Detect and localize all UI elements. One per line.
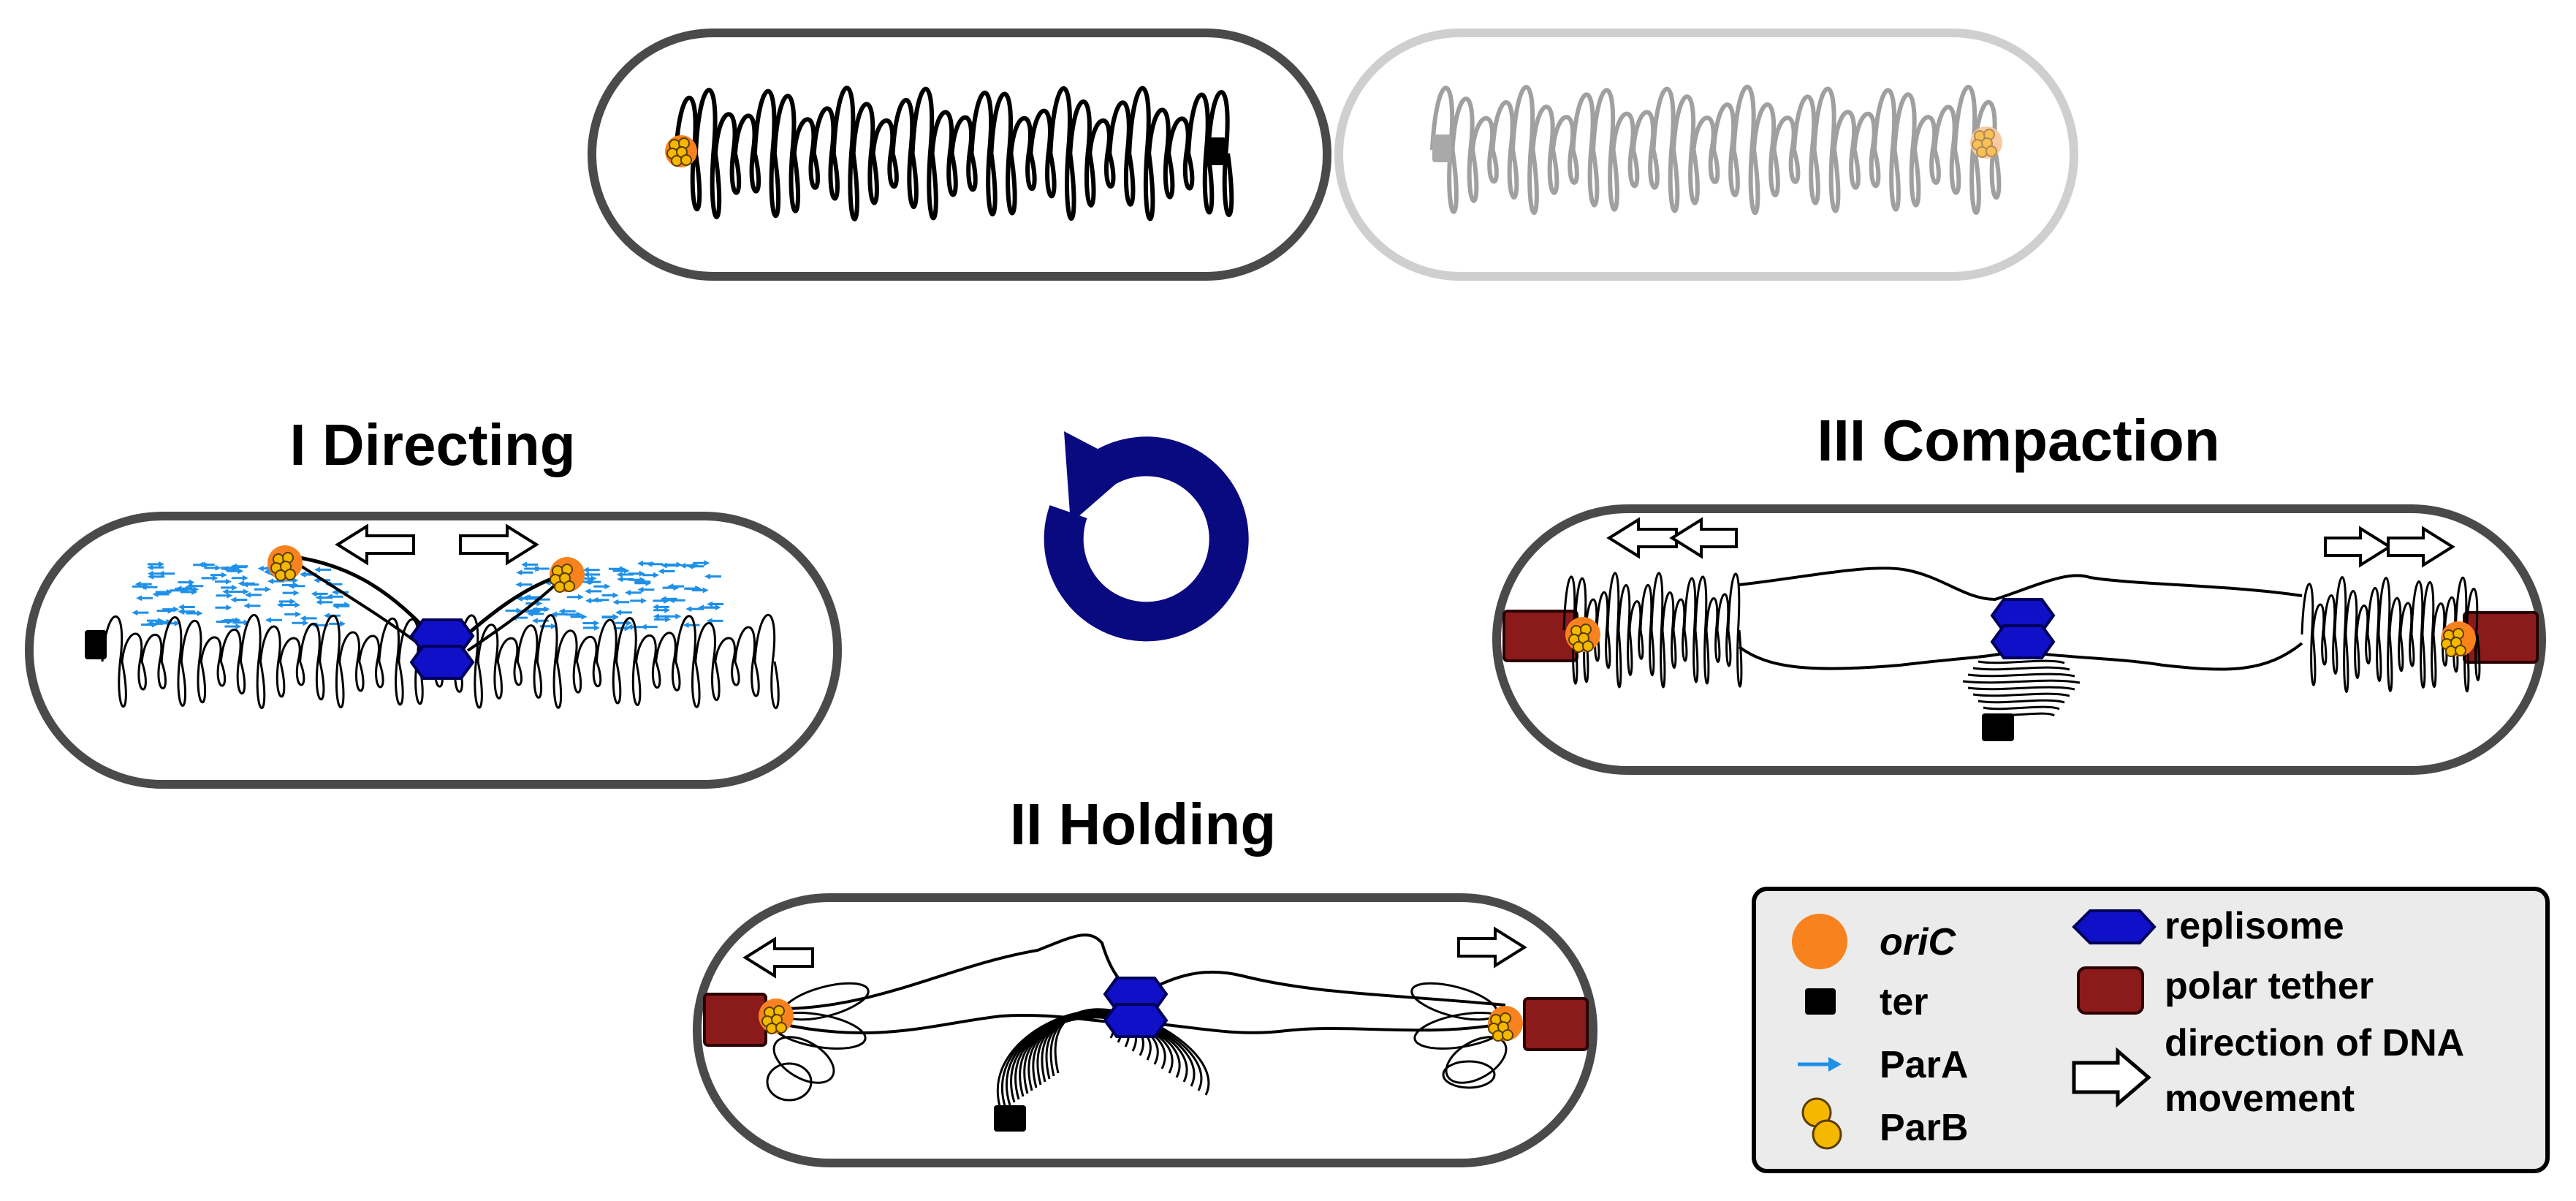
stage-title-compaction: III Compaction — [1817, 408, 2219, 473]
replisome — [1991, 598, 2055, 659]
ter-marker-faded — [1432, 135, 1451, 162]
movement-arrow-right — [1457, 926, 1527, 969]
stage-title-holding: II Holding — [1010, 792, 1276, 857]
replisome — [410, 618, 474, 680]
top-cell-dark — [588, 29, 1331, 281]
legend-label-parb: ParB — [1880, 1107, 1968, 1149]
ter-marker — [994, 1105, 1026, 1132]
movement-arrow-right-1 — [2324, 526, 2393, 568]
compaction-strand-top — [1739, 567, 2303, 602]
ter-marker — [1207, 137, 1226, 165]
movement-arrow-left-2 — [1669, 517, 1738, 559]
ter-marker — [85, 630, 107, 659]
legend-label-replisome: replisome — [2165, 905, 2344, 947]
compaction-coil-center — [1962, 659, 2081, 717]
legend: oriC ter ParA ParB replisome polar tethe… — [1752, 887, 2550, 1173]
legend-label-direction-2: movement — [2165, 1077, 2355, 1120]
para-icon — [1798, 1057, 1842, 1072]
ter-marker — [1982, 713, 2014, 741]
top-dna-coil-faded — [1430, 85, 2002, 215]
legend-label-polar-tether: polar tether — [2165, 965, 2374, 1007]
legend-label-direction-1: direction of DNA — [2165, 1022, 2464, 1064]
movement-arrow-left — [335, 523, 415, 566]
oric-icon — [1792, 914, 1847, 969]
legend-label-para: ParA — [1880, 1044, 1968, 1086]
top-cell-faded — [1334, 29, 2078, 281]
cycle-arrow-icon — [1044, 431, 1249, 642]
movement-arrow-right-2 — [2387, 526, 2455, 568]
parb-icon — [1801, 1097, 1842, 1150]
top-dna-coil — [674, 86, 1234, 221]
replisome-icon — [2072, 909, 2157, 944]
cell-holding — [693, 893, 1597, 1167]
polar-tether-left — [703, 993, 767, 1047]
direction-arrow-icon — [2072, 1047, 2151, 1108]
movement-arrow-left — [742, 936, 814, 979]
compaction-coil-right — [2300, 575, 2481, 693]
stage-title-directing: I Directing — [289, 412, 575, 477]
polar-tether-icon — [2077, 966, 2144, 1015]
legend-label-ter: ter — [1880, 981, 1928, 1023]
cell-compaction — [1492, 504, 2546, 775]
movement-arrow-right — [459, 523, 539, 566]
ter-icon — [1805, 988, 1836, 1015]
replisome — [1103, 977, 1168, 1038]
polar-tether-right — [1523, 997, 1589, 1051]
legend-label-oric: oriC — [1880, 921, 1956, 963]
cell-directing — [25, 512, 842, 789]
